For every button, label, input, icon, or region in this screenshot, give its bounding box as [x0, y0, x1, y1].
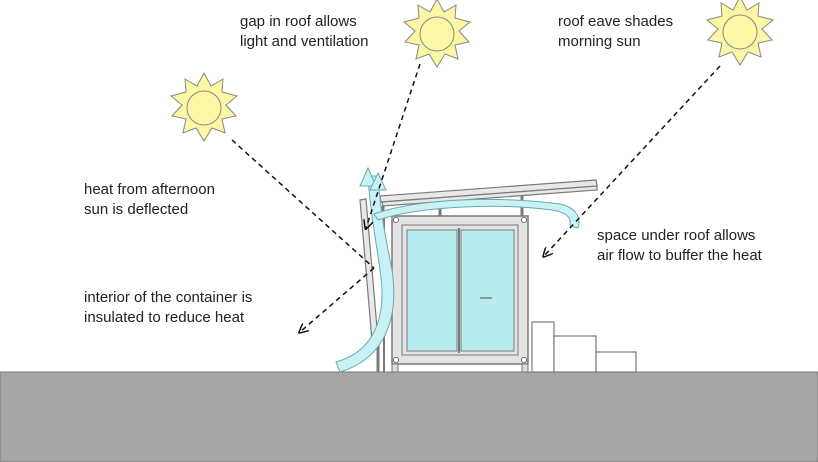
- roof-structure: [379, 179, 598, 216]
- annotation-roof-eave: roof eave shades morning sun: [558, 13, 674, 50]
- annotation-afternoon-sun: heat from afternoon sun is deflected: [84, 181, 215, 218]
- sun-icon: [705, 0, 775, 66]
- annotation-space-under-roof: space under roof allows air flow to buff…: [597, 227, 762, 264]
- sun-icon: [169, 71, 239, 142]
- annotation-interior-insulated: interior of the container is insulated t…: [84, 289, 253, 326]
- annotation-gap-in-roof: gap in roof allows light and ventilation: [240, 13, 369, 50]
- ground: [0, 371, 818, 462]
- glass-door-right: [460, 229, 515, 352]
- airflow-arrows: [335, 166, 580, 373]
- glass-door-left: [406, 229, 458, 352]
- sun-ray-lines: [231, 63, 721, 332]
- shipping-container: [391, 215, 529, 373]
- sun-icon: [402, 0, 472, 68]
- stairs: [531, 321, 637, 373]
